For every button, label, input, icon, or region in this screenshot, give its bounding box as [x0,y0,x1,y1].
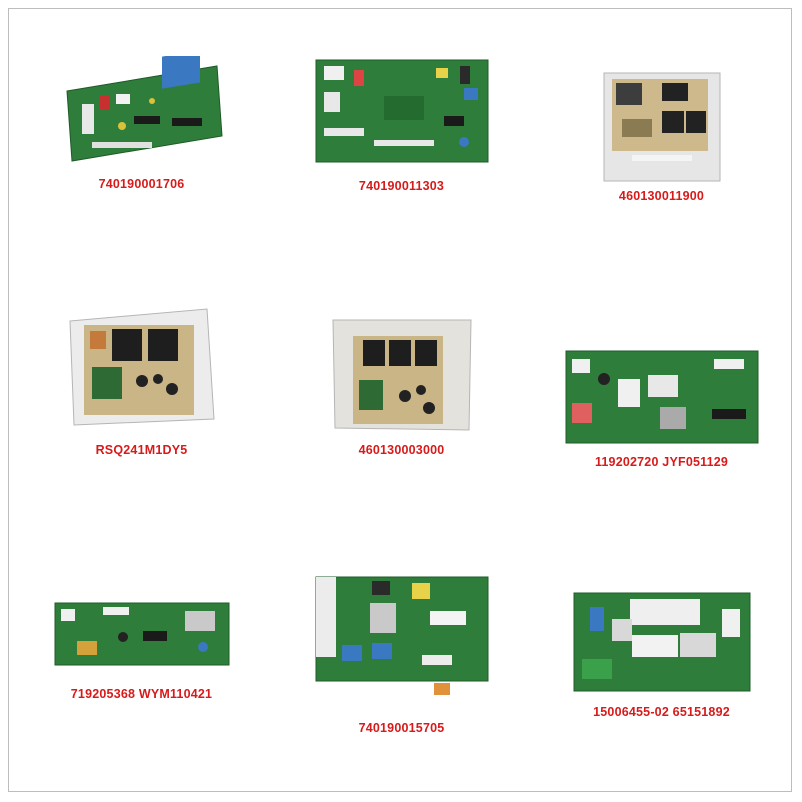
pcb-photo [564,349,760,445]
pcb-photo [572,589,752,695]
pcb-photo [314,56,490,166]
product-cell-8[interactable]: 740190015705 [271,531,532,792]
pcb-photo [53,601,231,667]
product-cell-4[interactable]: RSQ241M1DY5 [11,271,272,532]
product-code: 119202720 JYF051129 [594,455,729,469]
product-cell-2[interactable]: 740190011303 [271,11,532,272]
product-cell-3[interactable]: 460130011900 [531,11,792,272]
product-grid: 740190001706 740190011303 [8,8,792,792]
pcb-photo [312,571,492,699]
product-cell-5[interactable]: 460130003000 [271,271,532,532]
product-cell-7[interactable]: 719205368 WYM110421 [11,531,272,792]
product-code: 15006455-02 65151892 [593,705,730,719]
product-code: 460130003000 [358,443,445,457]
product-code: RSQ241M1DY5 [95,443,188,457]
product-code: 460130011900 [618,189,705,203]
product-code: 719205368 WYM110421 [70,687,213,701]
product-code: 740190011303 [358,179,445,193]
product-cell-1[interactable]: 740190001706 [11,11,272,272]
product-cell-9[interactable]: 15006455-02 65151892 [531,531,792,792]
pcb-photo [602,71,722,183]
pcb-photo [329,316,475,434]
product-code: 740190001706 [98,177,185,191]
product-code: 740190015705 [358,721,445,735]
pcb-photo [52,56,232,166]
product-cell-6[interactable]: 119202720 JYF051129 [531,271,792,532]
pcb-photo [62,301,222,429]
